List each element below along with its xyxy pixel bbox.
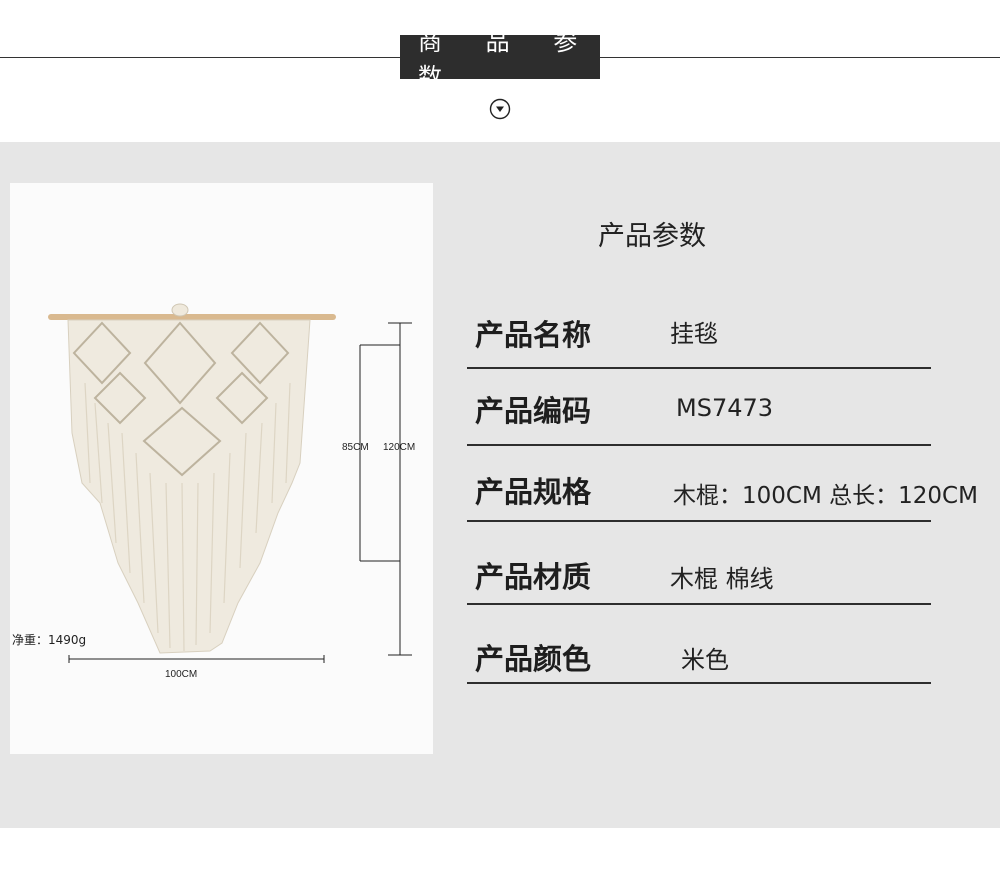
param-value: MS7473 [676, 394, 774, 422]
param-row-material: 产品材质 木棍 棉线 [467, 540, 931, 612]
tapestry-body [67, 319, 311, 654]
param-row-color: 产品颜色 米色 [467, 622, 931, 694]
section-header: 商 品 参 数 [400, 28, 600, 91]
param-row-name: 产品名称 挂毯 [467, 300, 931, 372]
hanging-knot [171, 303, 189, 317]
params-title: 产品参数 [598, 221, 706, 252]
param-row-code: 产品编码 MS7473 [467, 378, 931, 450]
row-divider [467, 603, 931, 605]
wooden-rod [48, 314, 336, 320]
width-dimension-label: 100CM [165, 669, 197, 680]
product-photo: 100CM 85CM 120CM 净重：1490g [10, 183, 433, 754]
param-label: 产品编码 [475, 394, 592, 428]
row-divider [467, 520, 931, 522]
total-length-label: 120CM [383, 442, 415, 453]
chevron-down-circle-icon [489, 98, 511, 120]
param-value: 挂毯 [670, 320, 718, 348]
param-label: 产品名称 [475, 318, 592, 352]
net-weight-label: 净重：1490g [12, 633, 86, 647]
macrame-illustration: 100CM 85CM 120CM 净重：1490g [12, 303, 415, 680]
param-label: 产品规格 [475, 475, 592, 509]
param-value: 木棍：100CM 总长：120CM [673, 483, 978, 509]
param-value: 米色 [681, 646, 729, 674]
rod-length-label: 85CM [342, 442, 369, 453]
param-value: 木棍 棉线 [670, 565, 774, 593]
row-divider [467, 682, 931, 684]
row-divider [467, 367, 931, 369]
param-label: 产品颜色 [475, 642, 592, 676]
param-label: 产品材质 [475, 560, 592, 594]
param-row-spec: 产品规格 木棍：100CM 总长：120CM [467, 455, 978, 527]
row-divider [467, 444, 931, 446]
